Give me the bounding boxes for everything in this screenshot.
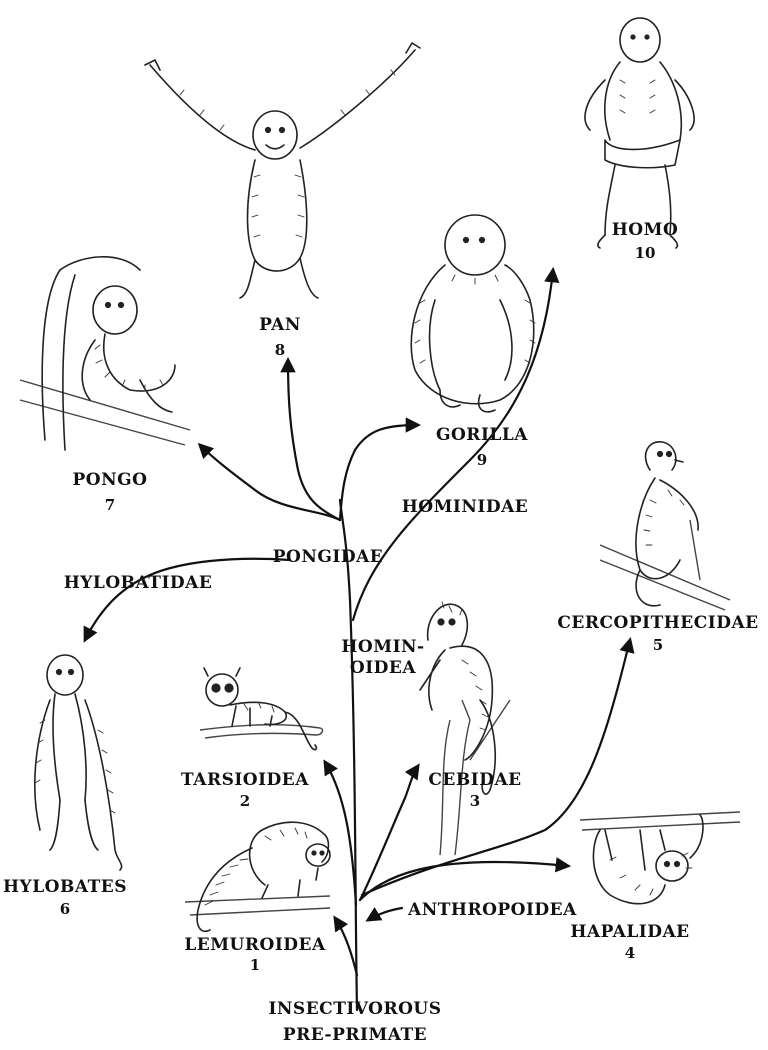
arrow-to-hapalidae <box>360 862 568 900</box>
arrow-to-pongo <box>200 445 340 520</box>
label-gorilla: GORILLA <box>436 425 528 445</box>
label-cebidae: CEBIDAE <box>428 770 521 790</box>
label-pongidae: PONGIDAE <box>273 547 384 567</box>
number-homo: 10 <box>635 244 656 262</box>
label-hominoidea-line1: HOMIN- <box>341 637 424 657</box>
label-hapalidae: HAPALIDAE <box>570 922 689 942</box>
arrow-to-homo <box>353 270 553 620</box>
group-labels: ANTHROPOIDEA HOMIN- OIDEA PONGIDAE HYLOB… <box>64 497 577 920</box>
arrow-anthropoidea <box>368 908 402 920</box>
label-hominidae: HOMINIDAE <box>402 497 529 517</box>
label-pan: PAN <box>259 315 301 335</box>
chimpanzee-drawing <box>145 43 420 298</box>
arrow-to-hylobates <box>85 559 290 640</box>
label-lemuroidea: LEMUROIDEA <box>184 935 326 955</box>
arrow-to-tarsioidea <box>325 762 356 905</box>
label-hominoidea-line2: OIDEA <box>350 658 416 678</box>
number-lemuroidea: 1 <box>250 956 260 974</box>
tarsier-drawing <box>200 668 323 750</box>
orangutan-drawing <box>20 257 190 450</box>
arrow-to-cercopithecidae <box>362 640 630 895</box>
label-hylobatidae: HYLOBATIDAE <box>64 573 213 593</box>
number-hylobates: 6 <box>60 900 70 918</box>
macaque-drawing <box>600 442 730 610</box>
number-gorilla: 9 <box>477 451 487 469</box>
marmoset-drawing <box>580 812 740 904</box>
capuchin-drawing <box>420 602 510 855</box>
number-cebidae: 3 <box>470 792 480 810</box>
label-pongo: PONGO <box>73 470 148 490</box>
label-cercopithecidae: CERCOPITHECIDAE <box>557 613 758 633</box>
arrow-to-lemuroidea <box>335 918 357 975</box>
label-insectivorous: INSECTIVOROUS <box>268 999 441 1019</box>
label-anthropoidea: ANTHROPOIDEA <box>407 900 577 920</box>
number-pongo: 7 <box>105 496 115 514</box>
gibbon-drawing <box>35 655 122 870</box>
number-pan: 8 <box>275 341 285 359</box>
label-hylobates: HYLOBATES <box>3 877 127 897</box>
label-tarsioidea: TARSIOIDEA <box>181 770 309 790</box>
label-pre-primate: PRE-PRIMATE <box>283 1025 427 1045</box>
number-hapalidae: 4 <box>625 944 635 962</box>
early-human-drawing <box>585 18 694 248</box>
arrow-to-pan <box>288 360 340 520</box>
gorilla-drawing <box>411 215 535 412</box>
number-tarsioidea: 2 <box>240 792 250 810</box>
lemur-drawing <box>185 822 330 931</box>
number-cercopithecidae: 5 <box>653 636 663 654</box>
node-labels: INSECTIVOROUS PRE-PRIMATE LEMUROIDEA 1 T… <box>3 220 759 1045</box>
label-homo: HOMO <box>612 220 679 240</box>
